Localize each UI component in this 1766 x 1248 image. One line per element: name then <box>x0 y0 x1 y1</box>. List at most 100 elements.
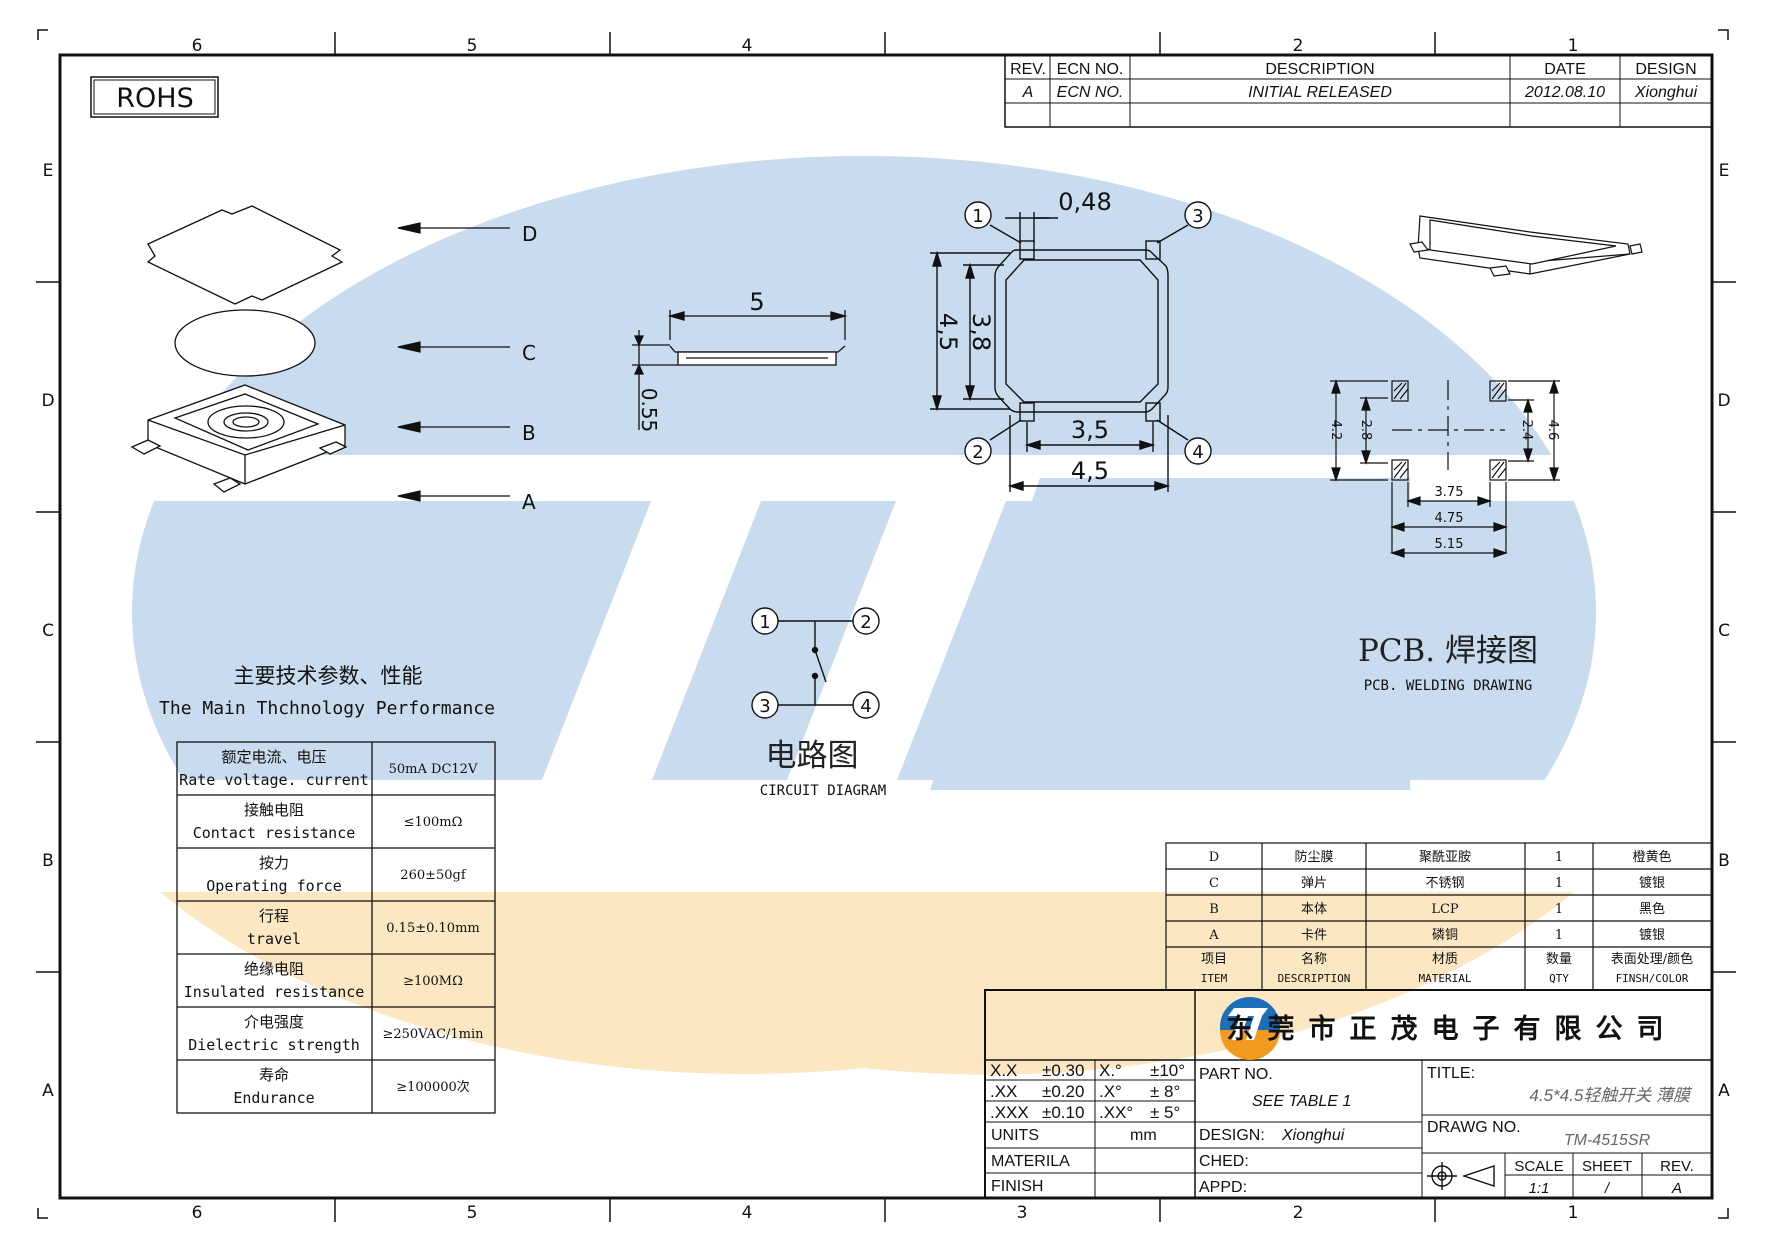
bom-b-material: LCP <box>1431 902 1459 917</box>
perf-row-3-cn: 按力 <box>259 854 289 872</box>
tol-row-3-b: ±0.10 <box>1042 1103 1084 1122</box>
tol-row-2-d: ± 8° <box>1150 1082 1180 1101</box>
tol-row-3-d: ± 5° <box>1150 1103 1180 1122</box>
rev-row-design: Xionghui <box>1634 84 1698 101</box>
perf-row-2-value: ≤100mΩ <box>404 815 463 830</box>
bom-header-qty-en: QTY <box>1549 972 1569 985</box>
bom-header-item-cn: 项目 <box>1201 952 1227 967</box>
drawing-frame <box>37 29 1729 1219</box>
zone-left-C: C <box>42 621 54 641</box>
zone-bottom-2: 2 <box>1293 1203 1304 1223</box>
perf-row-6-en: Dielectric strength <box>188 1036 360 1054</box>
rohs-text: ROHS <box>116 83 193 114</box>
perf-row-3-en: Operating force <box>206 877 341 895</box>
perf-row-1-en: Rate voltage. current <box>179 771 369 789</box>
units-label: UNITS <box>991 1127 1039 1144</box>
sheet-value: / <box>1604 1180 1611 1197</box>
performance-title-cn: 主要技术参数、性能 <box>234 664 423 688</box>
pin-2-label: 2 <box>972 442 983 463</box>
perf-row-6-value: ≥250VAC/1min <box>382 1027 484 1042</box>
rohs-badge: ROHS <box>90 76 219 118</box>
circuit-pin-1: 1 <box>759 612 770 633</box>
zone-right-C: C <box>1718 621 1730 641</box>
label-c: C <box>522 341 536 365</box>
ched-label: CHED: <box>1199 1153 1249 1170</box>
part-a-pins <box>130 439 348 493</box>
bom-d-name: 防尘膜 <box>1294 849 1333 865</box>
tol-row-1-c: X.° <box>1099 1061 1122 1080</box>
dim-side-width: 5 <box>749 288 764 316</box>
label-b: B <box>522 421 536 445</box>
bom-b-finish: 黑色 <box>1639 901 1665 917</box>
rev-header-rev: REV. <box>1010 61 1046 78</box>
title-value: 4.5*4.5轻触开关 薄膜 <box>1529 1086 1693 1105</box>
dim-pin-gap: 0,48 <box>1058 188 1111 216</box>
pcb-dim-3-75: 3.75 <box>1435 485 1464 500</box>
zone-bottom-6: 6 <box>192 1203 203 1223</box>
bom-header-finish-cn: 表面处理/颜色 <box>1611 951 1693 967</box>
pcb-dim-2-4: 2.4 <box>1519 420 1534 441</box>
pcb-dim-2-8: 2.8 <box>1358 420 1373 441</box>
pcb-title-cn: PCB. 焊接图 <box>1358 633 1538 669</box>
tol-row-3-c: .XX° <box>1099 1103 1133 1122</box>
zone-bottom-1: 1 <box>1568 1203 1579 1223</box>
title-label: TITLE: <box>1427 1065 1475 1082</box>
performance-title-en: The Main Thchnology Performance <box>159 698 495 719</box>
zone-left-D: D <box>41 391 54 411</box>
company-logo-icon <box>1220 997 1280 1060</box>
perf-row-5-value: ≥100MΩ <box>403 974 463 989</box>
drawg-no-label: DRAWG NO. <box>1427 1119 1521 1136</box>
zone-top-2: 2 <box>1293 36 1304 56</box>
side-view <box>632 310 848 430</box>
part-d-film <box>146 205 344 305</box>
rev-row-description: INITIAL RELEASED <box>1248 84 1392 101</box>
pin-1-label: 1 <box>972 206 983 227</box>
design-label: DESIGN: <box>1199 1127 1265 1144</box>
tol-row-2-c: .X° <box>1099 1082 1122 1101</box>
bom-header-material-en: MATERIAL <box>1419 972 1472 985</box>
bom-b-item: B <box>1209 902 1219 917</box>
sheet-label: SHEET <box>1582 1158 1632 1175</box>
rev-label: REV. <box>1660 1158 1694 1175</box>
dim-side-height: 0.55 <box>637 388 661 433</box>
bom-header-item-en: ITEM <box>1201 972 1228 985</box>
bom-d-item: D <box>1209 850 1219 865</box>
bom-d-finish: 橙黄色 <box>1632 849 1671 865</box>
bom-header-name-cn: 名称 <box>1301 951 1327 967</box>
circuit-pin-4: 4 <box>860 696 871 717</box>
drawg-no-value: TM-4515SR <box>1564 1132 1651 1149</box>
circuit-diagram <box>751 607 880 719</box>
bom-c-finish: 镀银 <box>1639 875 1665 891</box>
part-no-value: SEE TABLE 1 <box>1252 1093 1351 1110</box>
perf-row-1-value: 50mA DC12V <box>389 762 478 777</box>
perf-row-4-value: 0.15±0.10mm <box>386 921 479 936</box>
materila-label: MATERILA <box>991 1153 1070 1170</box>
zone-left-E: E <box>43 161 54 181</box>
dim-body-height-outer: 4,5 <box>934 313 962 351</box>
perf-row-7-value: ≥100000次 <box>396 1079 470 1095</box>
tol-row-2-a: .XX <box>990 1082 1017 1101</box>
tol-row-1-d: ±10° <box>1150 1061 1185 1080</box>
bom-header-qty-cn: 数量 <box>1546 952 1572 967</box>
title-block <box>984 989 1713 1199</box>
part-no-label: PART NO. <box>1199 1066 1273 1083</box>
rev-header-ecn: ECN NO. <box>1057 61 1124 78</box>
appd-label: APPD: <box>1199 1179 1247 1196</box>
zone-left-B: B <box>42 851 54 871</box>
bom-c-qty: 1 <box>1555 876 1563 891</box>
bom-d-material: 聚酰亚胺 <box>1419 850 1471 865</box>
zone-right-A: A <box>1718 1081 1730 1101</box>
pcb-title-en: PCB. WELDING DRAWING <box>1364 678 1533 694</box>
watermark-logo <box>132 156 1612 1075</box>
label-a: A <box>522 490 536 514</box>
bom-table <box>1165 842 1713 991</box>
circuit-pin-3: 3 <box>759 696 770 717</box>
design-value: Xionghui <box>1281 1127 1345 1144</box>
part-c-dome <box>174 309 316 377</box>
zone-bottom-5: 5 <box>467 1203 478 1223</box>
bom-header-name-en: DESCRIPTION <box>1278 972 1351 985</box>
circuit-pin-2: 2 <box>860 612 871 633</box>
bom-a-qty: 1 <box>1555 928 1563 943</box>
zone-bottom-3: 3 <box>1017 1203 1028 1223</box>
perf-row-3-value: 260±50gf <box>400 868 467 883</box>
